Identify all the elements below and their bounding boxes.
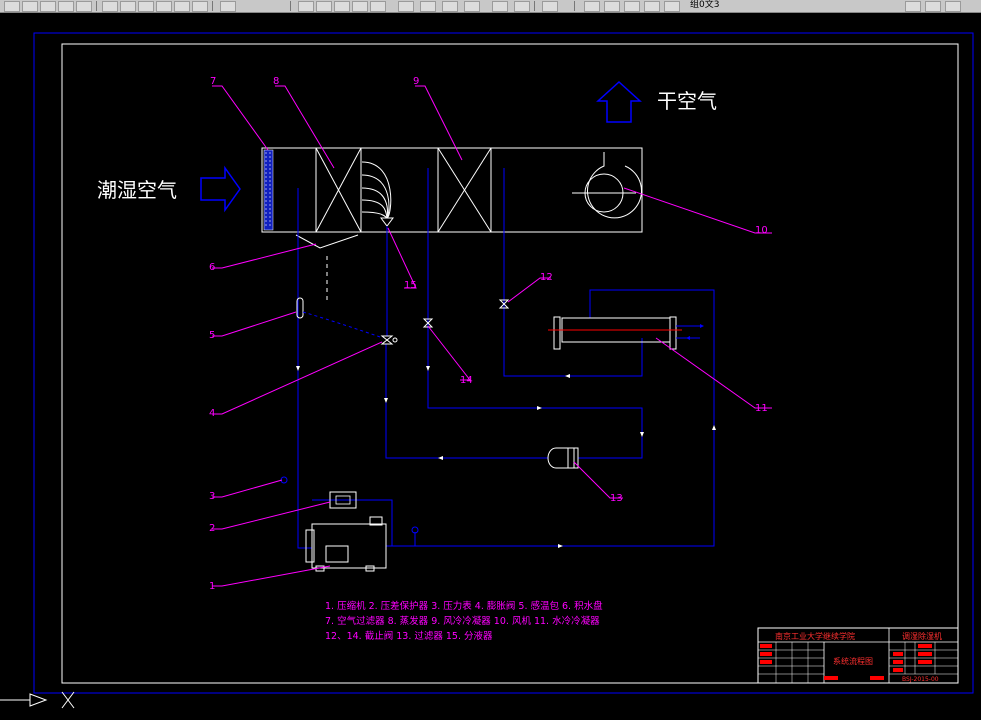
make-current-icon[interactable] — [905, 1, 921, 12]
zoom-window-icon[interactable] — [334, 1, 350, 12]
layer-dropdown[interactable]: 组0文3 — [690, 0, 720, 10]
callout-9: 9 — [413, 76, 419, 87]
callout-15: 15 — [404, 280, 417, 291]
title-block-drawing-no: BSJ-2015-00 — [902, 676, 939, 683]
filter-drier — [547, 447, 579, 469]
paste-icon[interactable] — [138, 1, 154, 12]
layer-previous-icon[interactable] — [925, 1, 941, 12]
capillary-tube — [302, 311, 384, 339]
legend-line-3: 12、14. 截止阀 13. 过滤器 15. 分液器 — [325, 630, 493, 642]
layer-lock-icon[interactable] — [644, 1, 660, 12]
pressure-protector — [329, 491, 357, 509]
legend-line-1: 1. 压缩机 2. 压差保护器 3. 压力表 4. 膨胀阀 5. 感温包 6. … — [325, 600, 603, 612]
callout-12: 12 — [540, 272, 553, 283]
callout-8: 8 — [273, 76, 279, 87]
pan-icon[interactable] — [298, 1, 314, 12]
design-center-icon[interactable] — [420, 1, 436, 12]
title-block-drawing-name: 系统流程图 — [833, 656, 873, 666]
toolbar-separator — [96, 1, 97, 11]
toolbar-separator — [574, 1, 575, 11]
title-block-product: 调湿除湿机 — [902, 631, 942, 641]
sheet-set-icon[interactable] — [464, 1, 480, 12]
layer-color-icon[interactable] — [664, 1, 680, 12]
drip-tray — [295, 234, 359, 249]
zoom-extents-icon[interactable] — [370, 1, 386, 12]
title-block-school: 南京工业大学继续学院 — [775, 631, 855, 641]
layer-on-icon[interactable] — [604, 1, 620, 12]
callout-7: 7 — [210, 76, 216, 87]
stop-valve-12 — [498, 299, 510, 309]
markup-icon[interactable] — [492, 1, 508, 12]
layer-freeze-icon[interactable] — [624, 1, 640, 12]
new-file-icon[interactable] — [4, 1, 20, 12]
air-cooled-condenser — [437, 147, 492, 233]
callout-11: 11 — [755, 403, 768, 414]
tool-palette-icon[interactable] — [442, 1, 458, 12]
copy-icon[interactable] — [120, 1, 136, 12]
open-file-icon[interactable] — [22, 1, 38, 12]
zoom-previous-icon[interactable] — [352, 1, 368, 12]
help-icon[interactable] — [542, 1, 558, 12]
callout-3: 3 — [209, 491, 215, 502]
legend-line-2: 7. 空气过滤器 8. 蒸发器 9. 风冷冷凝器 10. 风机 11. 水冷冷凝… — [325, 615, 600, 627]
callout-10: 10 — [755, 225, 768, 236]
zoom-realtime-icon[interactable] — [316, 1, 332, 12]
wet-air-arrow — [200, 165, 241, 213]
wet-air-label: 潮湿空气 — [97, 178, 177, 202]
ucs-icon — [0, 691, 75, 709]
drawing-canvas[interactable]: 干空气 潮湿空气 — [0, 12, 981, 720]
fan — [572, 152, 642, 219]
inner-border — [61, 43, 959, 684]
callout-2: 2 — [209, 523, 215, 534]
preview-icon[interactable] — [76, 1, 92, 12]
callout-6: 6 — [209, 262, 215, 273]
refrigerant-piping — [297, 168, 715, 549]
compressor — [305, 516, 387, 572]
distributor — [380, 217, 394, 227]
print-icon[interactable] — [58, 1, 74, 12]
callout-14: 14 — [460, 375, 473, 386]
distributor-capillaries — [361, 161, 392, 219]
match-properties-icon[interactable] — [156, 1, 172, 12]
callout-13: 13 — [610, 493, 623, 504]
toolbar-separator — [290, 1, 291, 11]
title-block — [757, 627, 959, 684]
calculator-icon[interactable] — [514, 1, 530, 12]
callout-4: 4 — [209, 408, 215, 419]
evaporator — [315, 147, 362, 233]
redo-icon[interactable] — [220, 1, 236, 12]
toolbar-separator — [212, 1, 213, 11]
properties-icon[interactable] — [398, 1, 414, 12]
outer-border — [33, 32, 974, 694]
save-file-icon[interactable] — [40, 1, 56, 12]
cut-icon[interactable] — [102, 1, 118, 12]
expansion-valve — [380, 335, 398, 345]
callout-5: 5 — [209, 330, 215, 341]
undo-icon[interactable] — [192, 1, 208, 12]
cad-toolbar: 组0文3 — [0, 0, 981, 13]
dry-air-label: 干空气 — [657, 89, 717, 113]
layer-manager-icon[interactable] — [584, 1, 600, 12]
leader-lines — [212, 85, 772, 587]
brush-icon[interactable] — [174, 1, 190, 12]
stop-valve-14 — [422, 318, 434, 328]
layer-states-icon[interactable] — [945, 1, 961, 12]
callout-1: 1 — [209, 581, 215, 592]
sensing-bulb — [296, 297, 304, 319]
pressure-gauge — [411, 526, 419, 534]
air-filter — [263, 149, 274, 231]
water-cooled-condenser — [548, 316, 704, 350]
dry-air-arrow — [596, 80, 642, 123]
toolbar-separator — [534, 1, 535, 11]
